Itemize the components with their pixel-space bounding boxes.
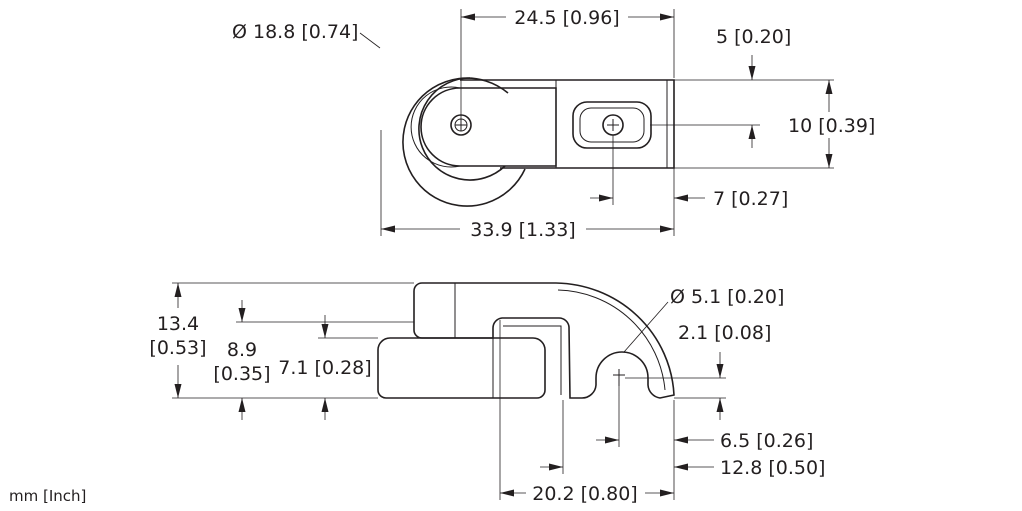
overall-length-label: 33.9 [1.33] [470, 219, 575, 241]
top-view: Ø 18.8 [0.74] 24.5 [0.96] 5 [0.20] 10 [0… [232, 7, 875, 241]
wheel-outline [402, 77, 526, 207]
hole-offset-label: 2.1 [0.08] [678, 322, 771, 344]
slot-position-label: 12.8 [0.50] [720, 457, 825, 479]
overall-width-label: 20.2 [0.80] [532, 483, 637, 505]
wheel-diameter-label: Ø 18.8 [0.74] [232, 21, 358, 43]
hole-diameter-label: Ø 5.1 [0.20] [670, 286, 784, 308]
mounting-slot [572, 101, 652, 149]
units-note: mm [Inch] [9, 487, 86, 505]
top-dimension-lines [359, 9, 834, 236]
arm-profile [413, 282, 675, 399]
slot-width-label: 7 [0.27] [713, 188, 788, 210]
arm-outline [420, 79, 675, 169]
overall-height-inch: [0.53] [149, 337, 206, 359]
arm-height-inch: [0.35] [213, 363, 270, 385]
side-view: 13.4 [0.53] 8.9 [0.35] 7.1 [0.28] Ø 5.1 … [149, 282, 825, 505]
axle-to-slot-label: 24.5 [0.96] [514, 7, 619, 29]
side-dimension-lines [172, 282, 726, 500]
roller-height-label: 7.1 [0.28] [278, 357, 371, 379]
overall-height-value: 13.4 [157, 313, 199, 335]
hole-position-label: 6.5 [0.26] [720, 430, 813, 452]
arm-height-value: 8.9 [227, 339, 257, 361]
hole-centerline [613, 369, 625, 386]
roller-profile [377, 337, 546, 399]
arm-height-label: 10 [0.39] [788, 115, 875, 137]
slot-offset-label: 5 [0.20] [716, 26, 791, 48]
